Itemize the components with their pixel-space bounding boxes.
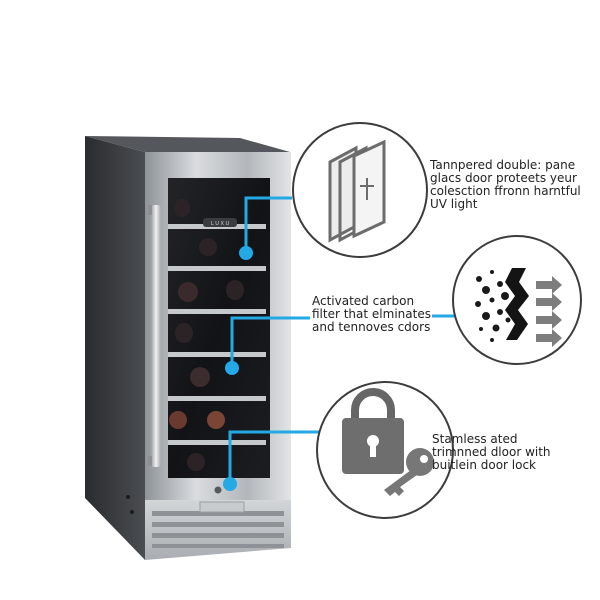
cabinet <box>85 136 290 560</box>
shelf <box>168 396 266 401</box>
kick-plate <box>145 500 291 560</box>
door: L U X U <box>145 152 291 500</box>
lock-housing <box>199 501 245 513</box>
side-screw <box>126 495 130 499</box>
callout-dot <box>239 246 253 260</box>
vent-slot <box>152 533 284 538</box>
callout-circle-glass <box>292 122 428 258</box>
cabinet-side-panel <box>85 136 145 560</box>
bottle <box>178 282 198 302</box>
connector-filter <box>230 316 310 368</box>
control-display <box>203 218 237 227</box>
vent-slot <box>152 511 284 516</box>
callout-dot <box>223 477 237 491</box>
padlock-key-icon <box>342 388 434 496</box>
callout-text-lock: Stamless ated trimnned dloor with buitle… <box>432 433 551 472</box>
callout-line: filter that elminates <box>312 307 431 321</box>
bottle <box>175 323 193 343</box>
bottle <box>190 367 210 387</box>
callout-line: UV light <box>430 197 478 211</box>
connector-glass <box>244 196 292 253</box>
callout-text-filter: Activated carbon filter that elminates a… <box>312 295 431 334</box>
callout-dots <box>223 246 253 491</box>
callout-line: Stamless ated <box>432 432 518 446</box>
side-screw <box>130 510 134 514</box>
shelf <box>168 309 266 314</box>
bottle <box>169 411 187 429</box>
vent-slot <box>152 544 284 548</box>
bottle <box>199 238 217 256</box>
double-pane-glass-icon <box>328 139 386 243</box>
callout-dot <box>225 361 239 375</box>
handle-mount <box>148 205 152 215</box>
shelf <box>168 352 266 357</box>
shelf <box>168 266 266 271</box>
carbon-filter-icon <box>475 268 562 347</box>
door-handle <box>151 205 161 467</box>
callout-line: and tennoves cdors <box>312 320 431 334</box>
bottle <box>187 453 205 471</box>
callout-text-glass: Tannpered double: pane glacs door protee… <box>430 159 581 211</box>
vent-slot <box>152 522 284 527</box>
callout-line: buitlein door lock <box>432 458 537 472</box>
callout-circle-filter <box>452 235 582 365</box>
cabinet-top <box>85 136 290 152</box>
keyhole <box>214 486 222 494</box>
handle-mount <box>148 456 152 466</box>
shelf <box>168 440 266 445</box>
callout-circle-lock <box>316 381 454 519</box>
brand-badge: L U X U <box>211 221 230 227</box>
bottle <box>174 199 190 217</box>
callout-line: colesction ffronn harntful <box>430 184 581 198</box>
wine-bottles <box>169 199 244 471</box>
callout-line: Activated carbon <box>312 294 415 308</box>
bottle <box>207 411 225 429</box>
callout-line: glacs door proteets yeur <box>430 171 577 185</box>
connector-lock <box>228 430 320 484</box>
callout-line: Tannpered double: pane <box>430 158 576 172</box>
bottle <box>226 280 244 300</box>
callout-line: trimnned dloor with <box>432 445 551 459</box>
